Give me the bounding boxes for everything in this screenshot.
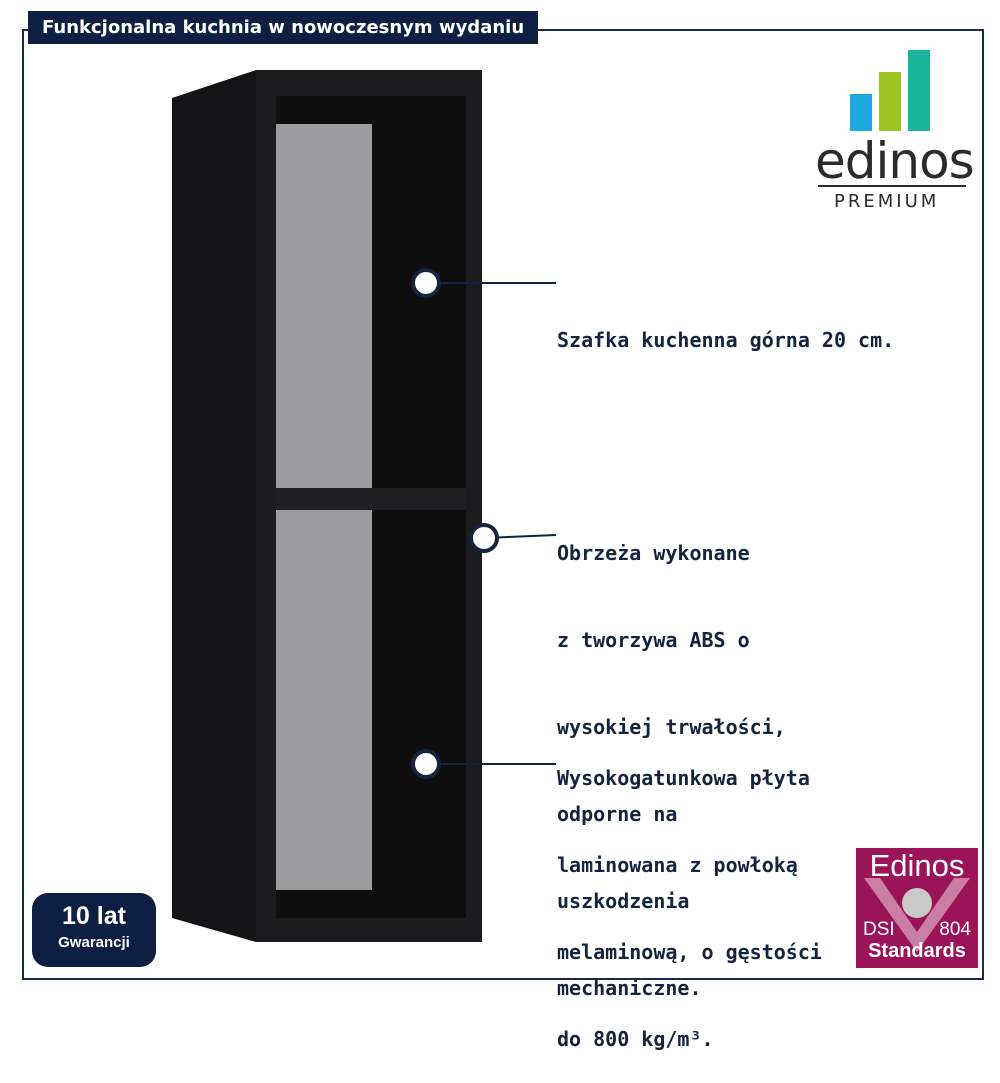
standards-dot (902, 888, 932, 918)
logo-bars-icon (850, 50, 930, 131)
callout-line: Szafka kuchenna górna 20 cm. (557, 328, 895, 352)
standards-badge: Edinos DSI 804 Standards (856, 848, 978, 968)
callout-line: z tworzywa ABS o (557, 628, 750, 652)
cabinet-side-panel (172, 70, 256, 942)
logo-bar-blue (850, 94, 872, 131)
logo-wordmark: edinos (815, 132, 975, 190)
logo-divider (818, 185, 966, 187)
wall-cabinet-illustration (172, 70, 482, 942)
cabinet-lower-back (276, 510, 372, 890)
callout-cabinet-size: Szafka kuchenna górna 20 cm. (557, 268, 894, 384)
callout-line: mechaniczne. (557, 976, 702, 1000)
cabinet-upper-back (276, 124, 372, 488)
warranty-badge: 10 lat Gwarancji (32, 893, 156, 967)
standards-label: Standards (868, 940, 966, 962)
callout-marker-1 (411, 268, 441, 298)
standards-brand: Edinos (869, 848, 965, 883)
logo-tier: PREMIUM (834, 191, 940, 212)
callout-connectors (411, 268, 557, 779)
standards-number: 804 (939, 919, 971, 940)
standards-check-icon (864, 878, 970, 952)
callout-laminated-board: Wysokogatunkowa płyta laminowana z powło… (557, 706, 822, 1083)
callout-line: Obrzeża wykonane (557, 541, 750, 565)
callout-line: wysokiej trwałości, (557, 715, 786, 739)
warranty-years: 10 lat (62, 902, 126, 930)
logo-bar-green (879, 72, 901, 131)
callout-marker-2 (469, 523, 499, 553)
cabinet-shelf (276, 488, 466, 510)
callout-line: melaminową, o gęstości (557, 940, 822, 964)
standards-dsi: DSI (863, 919, 895, 940)
callout-abs-edges: Obrzeża wykonane z tworzywa ABS o wysoki… (557, 481, 786, 1032)
warranty-label: Gwarancji (58, 934, 130, 951)
logo-bar-teal (908, 50, 930, 131)
callout-marker-3 (411, 749, 441, 779)
callout-line: laminowana z powłoką (557, 853, 798, 877)
page-title: Funkcjonalna kuchnia w nowoczesnym wydan… (28, 11, 539, 44)
standards-chevron (864, 878, 970, 952)
callout-line: odporne na (557, 802, 678, 826)
callout-line: do 800 kg/m³. (557, 1027, 714, 1051)
callout-line: Wysokogatunkowa płyta (557, 766, 810, 790)
callout-line: uszkodzenia (557, 889, 690, 913)
